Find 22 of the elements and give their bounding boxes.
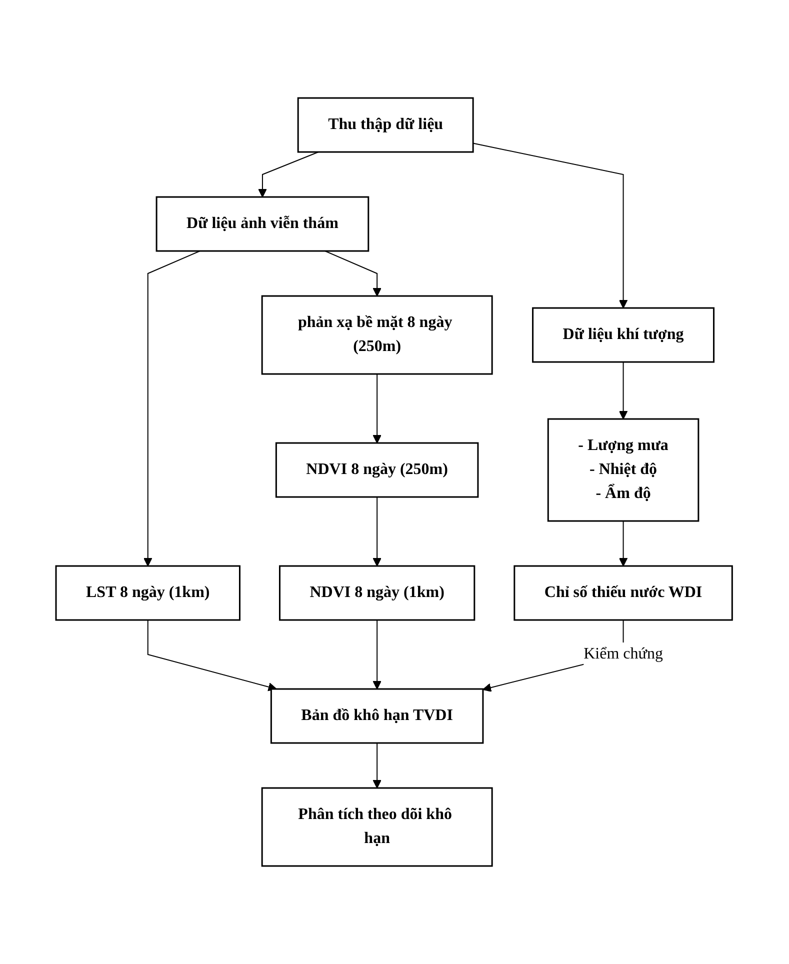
node-box: phản xạ bề mặt 8 ngày (250m) [262,295,494,375]
arrow [373,374,382,444]
arrow [148,620,278,692]
node-box: NDVI 8 ngày (250m) [276,442,480,498]
node-box: Thu thập dữ liệu [298,97,474,153]
node-box: Chỉ số thiếu nước WDI [514,565,734,621]
node-box: LST 8 ngày (1km) [56,565,241,621]
arrow [473,142,628,308]
node-box: - Lượng mưa - Nhiệt độ - Ẩm độ [548,418,700,522]
arrow [144,250,201,566]
edge-label: Kiểm chứng [584,646,664,662]
node-box: Bản đồ khô hạn TVDI [270,688,484,744]
arrow [619,520,628,566]
arrow [373,742,382,788]
node-box: NDVI 8 ngày (1km) [279,565,476,621]
node-box: Phân tích theo dõi khô hạn [262,787,494,867]
arrow [324,250,382,296]
arrow [373,496,382,566]
node-box: Dữ liệu khí tượng [532,307,715,363]
arrow [619,362,628,420]
arrow [373,620,382,690]
node-box: Dữ liệu ảnh viễn thám [156,196,370,252]
